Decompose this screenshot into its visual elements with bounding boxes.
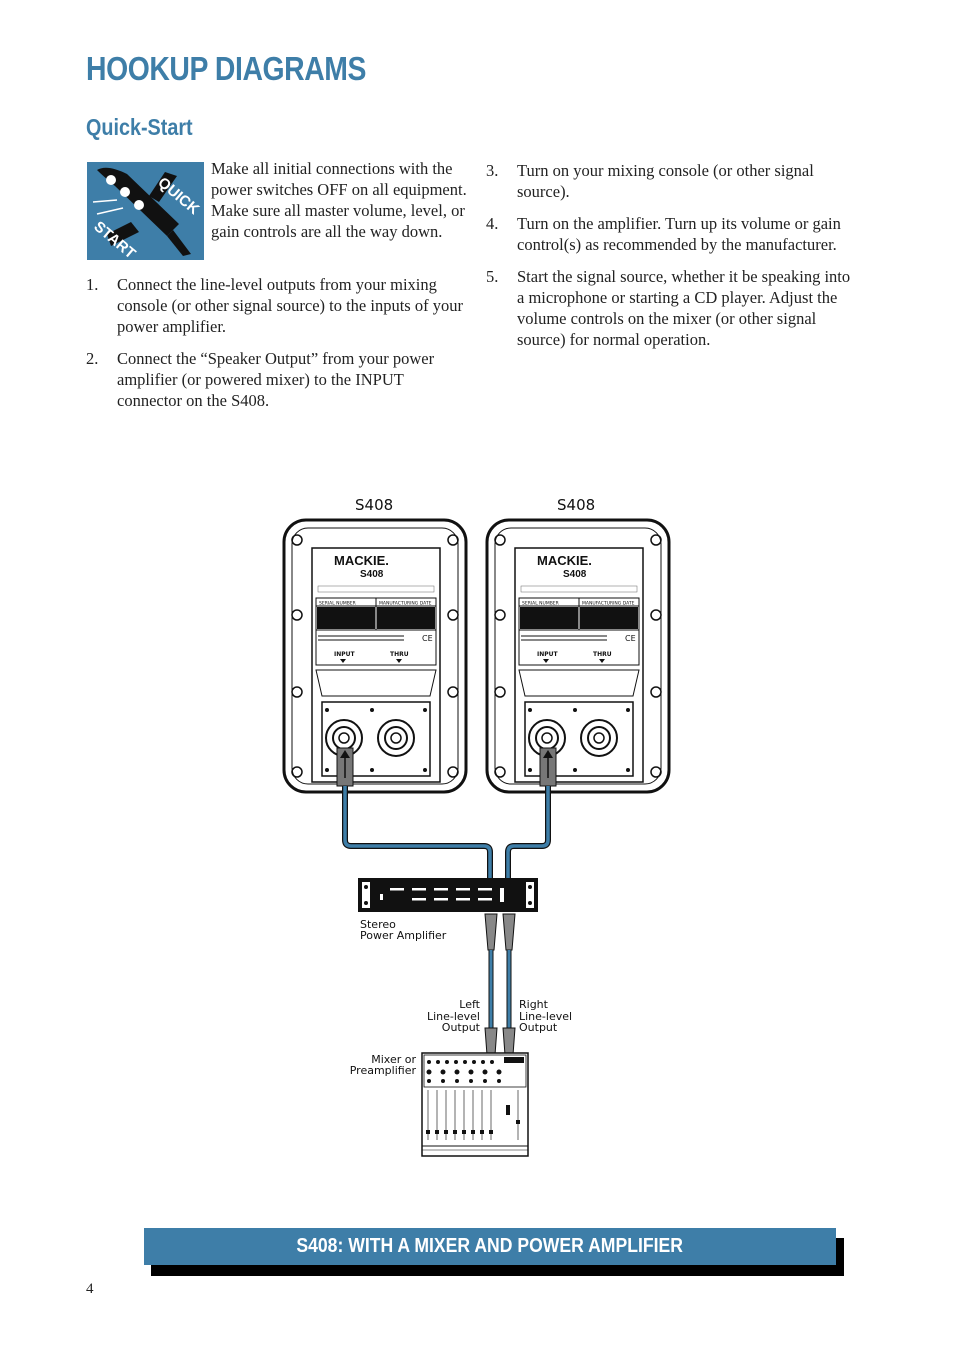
line-cable-right-plug bbox=[502, 913, 516, 951]
brand-label: MACKIE. bbox=[334, 553, 389, 568]
serial-label: SERIAL NUMBER bbox=[319, 601, 356, 607]
speaker-cable-right bbox=[505, 786, 551, 882]
step-4: 4. Turn on the amplifier. Turn up its vo… bbox=[486, 213, 856, 255]
diagram-caption: S408: WITH A MIXER AND POWER AMPLIFIER bbox=[296, 1235, 684, 1257]
step-number: 3. bbox=[486, 161, 499, 180]
svg-text:CE: CE bbox=[625, 634, 636, 643]
steps-column-left: 1. Connect the line-level outputs from y… bbox=[86, 274, 468, 422]
amp-label-line1: Stereo bbox=[360, 918, 396, 931]
amp-label-line2: Power Amplifier bbox=[360, 929, 447, 942]
right-output-line3: Output bbox=[519, 1021, 558, 1034]
step-number: 2. bbox=[86, 349, 99, 368]
line-cable-left-plug bbox=[484, 913, 498, 951]
left-output-line3: Output bbox=[442, 1021, 481, 1034]
step-number: 1. bbox=[86, 275, 99, 294]
quick-start-icon: QUICK START bbox=[87, 162, 204, 260]
speaker-left: MACKIE. S408 SERIAL NUMBER MANUFACTURING… bbox=[282, 518, 468, 794]
step-number: 4. bbox=[486, 214, 499, 233]
step-text: Connect the “Speaker Output” from your p… bbox=[117, 349, 435, 410]
hookup-diagram: S408 S408 MACKIE. S408 SERIAL NUMBER MAN… bbox=[282, 496, 671, 1157]
serial-label: SERIAL NUMBER bbox=[522, 601, 559, 607]
step-text: Connect the line-level outputs from your… bbox=[117, 275, 463, 336]
step-1: 1. Connect the line-level outputs from y… bbox=[86, 274, 468, 337]
left-output-line2: Line-level bbox=[427, 1010, 480, 1023]
input-label: INPUT bbox=[334, 651, 356, 658]
mixer-label-line2: Preamplifier bbox=[350, 1064, 417, 1077]
intro-paragraph: Make all initial connections with the po… bbox=[211, 159, 467, 241]
step-number: 5. bbox=[486, 267, 499, 286]
mfg-label: MANUFACTURING DATE bbox=[582, 601, 635, 607]
svg-text:CE: CE bbox=[422, 634, 433, 643]
mixer-label-line1: Mixer or bbox=[371, 1053, 416, 1066]
steps-column-right: 3. Turn on your mixing console (or other… bbox=[486, 160, 856, 361]
step-text: Turn on your mixing console (or other si… bbox=[517, 161, 814, 201]
page-title: HOOKUP DIAGRAMS bbox=[86, 50, 366, 87]
step-2: 2. Connect the “Speaker Output” from you… bbox=[86, 348, 468, 411]
step-text: Turn on the amplifier. Turn up its volum… bbox=[517, 214, 841, 254]
thru-label: THRU bbox=[390, 651, 409, 658]
model-label: S408 bbox=[563, 569, 587, 580]
thru-label: THRU bbox=[593, 651, 612, 658]
brand-label: MACKIE. bbox=[537, 553, 592, 568]
step-3: 3. Turn on your mixing console (or other… bbox=[486, 160, 856, 202]
speaker-left-label: S408 bbox=[355, 496, 393, 514]
diagram-caption-banner: S408: WITH A MIXER AND POWER AMPLIFIER bbox=[144, 1228, 836, 1265]
step-text: Start the signal source, whether it be s… bbox=[517, 267, 851, 349]
page-number: 4 bbox=[86, 1281, 94, 1297]
step-5: 5. Start the signal source, whether it b… bbox=[486, 266, 856, 350]
speaker-cable-left bbox=[342, 786, 493, 882]
right-output-line1: Right bbox=[519, 998, 549, 1011]
model-label: S408 bbox=[360, 569, 384, 580]
mfg-label: MANUFACTURING DATE bbox=[379, 601, 432, 607]
rocket-icon bbox=[92, 167, 191, 256]
speaker-right: MACKIE. S408 SERIAL NUMBER MANUFACTURING… bbox=[485, 518, 671, 794]
mixer bbox=[421, 1052, 529, 1157]
section-subtitle: Quick-Start bbox=[86, 114, 193, 140]
speaker-right-label: S408 bbox=[557, 496, 595, 514]
input-label: INPUT bbox=[537, 651, 559, 658]
right-output-line2: Line-level bbox=[519, 1010, 572, 1023]
left-output-line1: Left bbox=[459, 998, 480, 1011]
power-amplifier bbox=[358, 878, 538, 912]
